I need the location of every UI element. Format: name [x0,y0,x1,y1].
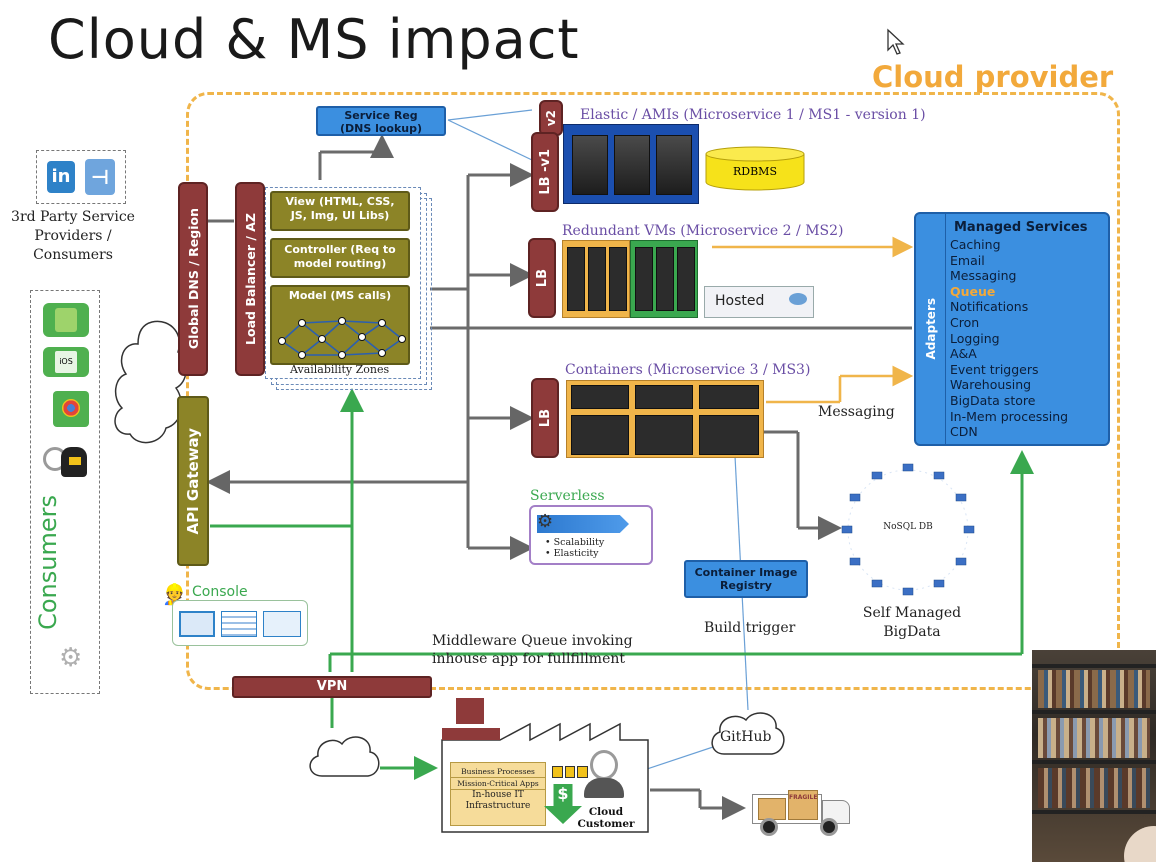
delivery-truck-icon: FRAGILE [752,786,852,838]
service-registry[interactable]: Service Reg (DNS lookup) [316,106,446,136]
lb-v1[interactable]: LB -v1 [531,132,559,212]
service-notifications[interactable]: Notifications [950,299,1029,315]
service-email[interactable]: Email [950,252,985,268]
service-in-mem-processing[interactable]: In-Mem processing [950,408,1069,424]
service-bigdata-store[interactable]: BigData store [950,392,1036,408]
vm-group-1 [562,240,630,318]
lb-v2[interactable]: v2 [539,100,563,136]
service-logging[interactable]: Logging [950,330,1000,346]
controller-layer[interactable]: Controller (Req to model routing) [270,238,410,278]
build-trigger-label: Build trigger [704,620,796,636]
managed-services-panel[interactable]: Adapters Managed Services Caching Email … [914,212,1110,446]
console-window-icon [179,611,215,637]
consumers-label: Consumers [34,494,62,630]
rdbms-label: RDBMS [733,165,777,178]
serverless-box[interactable]: ⚙ • Scalability • Elasticity [529,505,653,565]
availability-zones-label: Availability Zones [290,363,390,376]
model-layer[interactable]: Model (MS calls) [270,285,410,365]
service-aa[interactable]: A&A [950,346,977,362]
github-label: GitHub [720,729,772,745]
console-dashboard-icon [263,611,301,637]
container-image-registry[interactable]: Container Image Registry [684,560,808,598]
nosql-ring[interactable] [838,460,978,600]
vpn-bar[interactable]: VPN [232,676,432,698]
view-layer[interactable]: View (HTML, CSS, JS, Img, UI Libs) [270,191,410,231]
ios-phone-icon: iOS [43,347,89,377]
redundant-vms-label: Redundant VMs (Microservice 2 / MS2) [562,223,844,239]
managed-services-list: Caching Email Messaging Queue Notificati… [950,237,1068,440]
service-caching[interactable]: Caching [950,237,1001,252]
service-messaging[interactable]: Messaging [950,268,1017,284]
cloud-provider-boundary [186,92,1120,690]
lb-ms3[interactable]: LB [531,378,559,458]
service-cdn[interactable]: CDN [950,424,978,440]
third-party-icons-box: in ⊣ [36,150,126,204]
consumers-box: iOS Consumers ⚙ [30,290,100,694]
mouse-cursor-icon [887,28,905,55]
hosted-badge: Hosted [704,286,814,318]
github-cloud[interactable] [706,706,790,762]
mobile-app-icon: ⊣ [85,159,115,195]
android-phone-icon [43,303,89,337]
service-cron[interactable]: Cron [950,314,980,330]
vm-group-2 [630,240,698,318]
browser-tablet-icon [53,391,89,427]
global-dns-region[interactable]: Global DNS / Region [178,182,208,376]
load-balancer-az[interactable]: Load Balancer / AZ [235,182,265,376]
service-queue[interactable]: Queue [950,283,996,299]
linkedin-icon: in [47,161,75,193]
serverless-arrow-icon [537,515,629,533]
console-label: Console [192,584,248,600]
rdbms-database[interactable] [704,146,806,192]
cloud-customer-label: Cloud Customer [577,806,635,830]
managed-services-title: Managed Services [954,220,1088,235]
messaging-label: Messaging [818,404,895,420]
serverless-label: Serverless [530,488,605,504]
self-managed-caption: Self Managed BigData [862,605,962,640]
factory-windows [552,766,589,778]
lb-ms2[interactable]: LB [528,238,556,318]
service-event-triggers[interactable]: Event triggers [950,361,1039,377]
page-title: Cloud & MS impact [48,8,580,71]
third-party-label: 3rd Party Service Providers / Consumers [11,209,135,263]
middleware-caption: Middleware Queue invoking inhouse app fo… [432,633,633,667]
bottom-cloud-icon [309,736,380,777]
container-cluster [566,380,764,458]
hosted-cloud-icon [789,293,807,305]
microservice-network-icon [278,317,406,359]
api-gateway[interactable]: API Gateway [177,396,209,566]
serverless-gear-icon: ⚙ [537,511,554,532]
elastic-server-group [563,124,699,204]
cloud-provider-label: Cloud provider [872,60,1114,94]
inhouse-infra-panel: Business Processes Mission-Critical Apps… [450,762,546,826]
nosql-label: NoSQL DB [883,522,933,532]
containers-label: Containers (Microservice 3 / MS3) [565,362,811,378]
elastic-label: Elastic / AMIs (Microservice 1 / MS1 - v… [580,107,926,123]
adapters-column: Adapters [916,214,946,444]
presenter-video-overlay [1032,650,1156,862]
cloud-customer-avatar [584,750,624,798]
service-warehousing[interactable]: Warehousing [950,377,1032,393]
user-headset-icon [39,443,91,483]
gears-icon: ⚙ [59,643,83,673]
console-table-icon [221,611,257,637]
console-panel[interactable] [172,600,308,646]
